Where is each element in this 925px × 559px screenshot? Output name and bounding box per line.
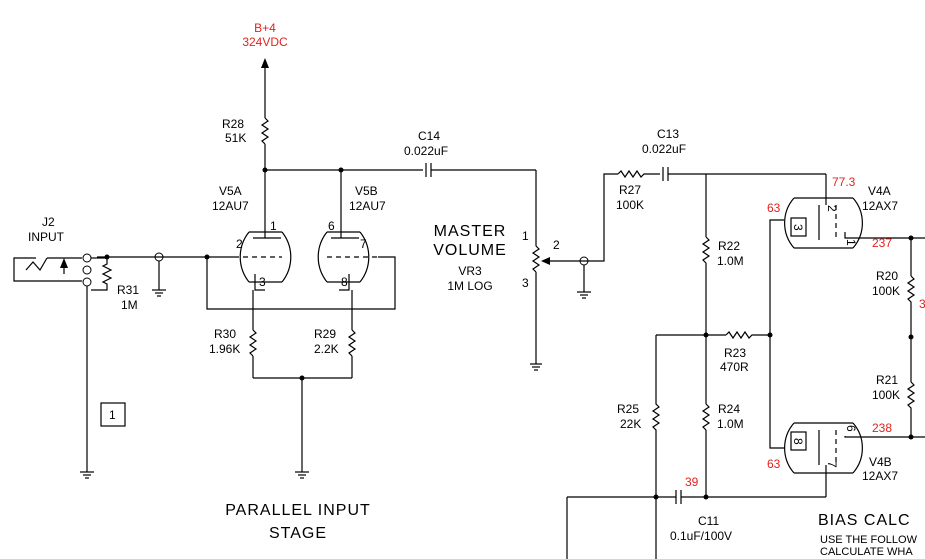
v5a-pin-cathode: 3 xyxy=(259,275,266,289)
r29-ref: R29 xyxy=(314,327,336,341)
resistor-r21: R21 100K xyxy=(872,373,916,437)
r22-ref: R22 xyxy=(718,239,740,253)
r20-ref: R20 xyxy=(876,269,898,283)
vr3-pin-wiper: 2 xyxy=(553,238,560,252)
r27-ref: R27 xyxy=(619,183,641,197)
capacitor-c13: C13 0.022uF xyxy=(642,127,826,181)
vr3-ref: VR3 xyxy=(458,264,482,278)
supply-arrow xyxy=(261,58,269,68)
v4b-type: 12AX7 xyxy=(862,469,898,483)
v4a-type: 12AX7 xyxy=(862,199,898,213)
j2-ref: J2 xyxy=(42,215,55,229)
r24-ref: R24 xyxy=(718,402,740,416)
vr3-pin-top: 1 xyxy=(522,229,529,243)
voltage-v4a-grid: 63 xyxy=(767,201,781,215)
r21-value: 100K xyxy=(872,388,900,402)
j2-label: INPUT xyxy=(28,230,65,244)
r28-ref: R28 xyxy=(222,117,244,131)
r31-value: 1M xyxy=(121,298,138,312)
r24-value: 1.0M xyxy=(717,417,744,431)
v5a-ref: V5A xyxy=(219,184,242,198)
resistor-r20: R20 100K xyxy=(872,238,916,382)
v5a-pin-grid: 2 xyxy=(236,237,243,251)
r27-value: 100K xyxy=(616,198,644,212)
voltage-c11-node: 39 xyxy=(685,475,699,489)
v5b-type: 12AU7 xyxy=(349,199,386,213)
c14-ref: C14 xyxy=(418,129,440,143)
voltage-v4b-cathode: 238 xyxy=(872,421,892,435)
voltage-v4b-grid: 63 xyxy=(767,457,781,471)
v4a-pin-cathode: 1 xyxy=(844,239,858,246)
supply-name: B+4 xyxy=(254,21,276,35)
r25-ref: R25 xyxy=(617,402,639,416)
r25-value: 22K xyxy=(620,417,641,431)
vr3-pin-bottom: 3 xyxy=(522,276,529,290)
supply-voltage: 324VDC xyxy=(242,35,288,49)
section-title-line1: PARALLEL INPUT xyxy=(225,502,371,519)
bias-title: BIAS CALC xyxy=(818,512,911,529)
v5b-pin-plate: 6 xyxy=(328,219,335,233)
r30-value: 1.96K xyxy=(209,342,240,356)
v4b-pin-plate: 7 xyxy=(825,461,839,468)
v5a-type: 12AU7 xyxy=(212,199,249,213)
r30-ref: R30 xyxy=(214,327,236,341)
potentiometer-vr3: MASTER VOLUME VR3 1M LOG 1 2 3 xyxy=(433,223,594,371)
v5b-pin-cathode: 8 xyxy=(341,275,348,289)
tube-v4a: V4A 12AX7 2 3 1 xyxy=(784,174,925,249)
r23-ref: R23 xyxy=(724,346,746,360)
r31-ref: R31 xyxy=(117,283,139,297)
tube-v5: V5A 12AU7 V5B 12AU7 1 2 3 6 7 8 xyxy=(212,184,386,291)
resistor-r25: R25 22K xyxy=(617,335,661,559)
vr3-value: 1M LOG xyxy=(447,279,492,293)
v5b-pin-grid: 7 xyxy=(360,237,367,251)
section-box-number: 1 xyxy=(109,408,116,422)
v4b-pin-grid: 8 xyxy=(791,438,805,445)
capacitor-c14: C14 0.022uF xyxy=(404,129,537,246)
resistor-r31: R31 1M xyxy=(91,257,139,312)
r20-value: 100K xyxy=(872,284,900,298)
resistor-r30: R30 1.96K xyxy=(209,290,258,378)
r23-value: 470R xyxy=(720,360,749,374)
r22-value: 1.0M xyxy=(717,254,744,268)
section-title-line2: STAGE xyxy=(269,525,327,542)
resistor-r22: R22 1.0M xyxy=(701,236,744,335)
r29-value: 2.2K xyxy=(314,342,339,356)
capacitor-c11: C11 0.1uF/100V xyxy=(670,490,826,543)
vr3-label-line2: VOLUME xyxy=(433,242,507,259)
resistor-r24: R24 1.0M xyxy=(701,335,744,497)
c14-value: 0.022uF xyxy=(404,144,448,158)
section-box xyxy=(100,402,126,427)
voltage-v4a-plate: 77.3 xyxy=(832,175,856,189)
c13-value: 0.022uF xyxy=(642,142,686,156)
resistor-r23: R23 470R xyxy=(720,330,770,374)
voltage-v4a-cathode: 237 xyxy=(872,236,892,250)
resistor-r29: R29 2.2K xyxy=(314,290,357,378)
bias-line1: USE THE FOLLOW xyxy=(820,534,918,546)
v4b-pin-cathode: 6 xyxy=(844,425,858,432)
input-jack-j2: J2 INPUT xyxy=(13,215,107,479)
tube-v4b: V4B 12AX7 8 6 7 xyxy=(784,422,925,497)
v4a-pin-plate: 2 xyxy=(825,205,839,212)
v4a-ref: V4A xyxy=(868,184,891,198)
v5b-ref: V5B xyxy=(355,184,378,198)
r28-value: 51K xyxy=(225,131,246,145)
bias-line2: CALCULATE WHA xyxy=(820,546,913,558)
supply-b4: B+4 324VDC xyxy=(242,21,288,118)
r21-ref: R21 xyxy=(876,373,898,387)
voltage-edge-partial: 3 xyxy=(919,297,925,311)
vr3-label-line1: MASTER xyxy=(434,223,507,240)
resistor-r28: R28 51K xyxy=(222,117,270,170)
c13-ref: C13 xyxy=(657,127,679,141)
c11-ref: C11 xyxy=(698,514,719,528)
v5a-pin-plate: 1 xyxy=(270,219,277,233)
resistor-r27: R27 100K xyxy=(616,169,660,212)
v4b-ref: V4B xyxy=(869,455,892,469)
c11-value: 0.1uF/100V xyxy=(670,529,732,543)
v4a-pin-grid: 3 xyxy=(791,224,805,231)
